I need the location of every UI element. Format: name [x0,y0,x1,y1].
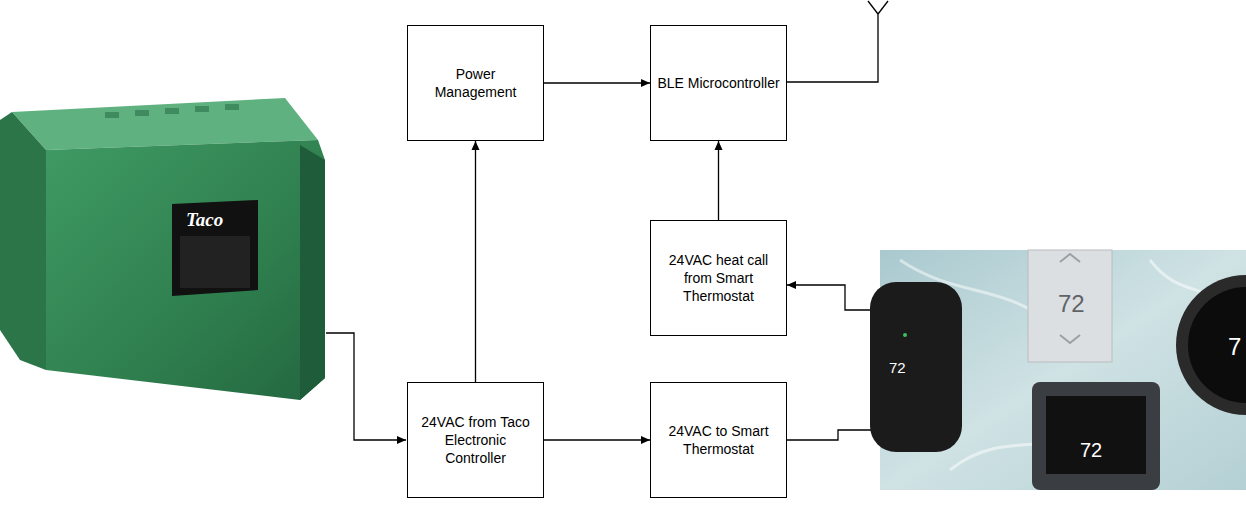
photo-text: Taco [186,210,223,229]
photo-text: 72 [889,360,906,375]
photo-text: 72 [1058,292,1085,316]
process-box: 24VAC heat call from Smart Thermostat [650,220,787,336]
box-text: 24VAC heat call from Smart Thermostat [657,251,780,306]
process-box: 24VAC to Smart Thermostat [650,382,787,498]
process-box: Power Management [407,25,544,141]
wire [326,1,888,440]
connector-arrow [544,439,650,440]
thermostats-photo [870,250,1246,490]
process-box: BLE Microcontroller [650,25,787,141]
photo-text: 7 [1228,335,1241,359]
box-text: Power Management [414,65,537,101]
process-box: 24VAC from Taco Electronic Controller [407,382,544,498]
box-text: 24VAC from Taco Electronic Controller [414,413,537,468]
taco-controller-photo [0,98,325,400]
connector-arrow [544,82,650,83]
connector-arrow [718,141,719,220]
box-text: BLE Microcontroller [657,74,779,92]
box-text: 24VAC to Smart Thermostat [657,422,780,458]
connector-arrow [475,141,476,382]
photo-text: 72 [1080,440,1102,460]
